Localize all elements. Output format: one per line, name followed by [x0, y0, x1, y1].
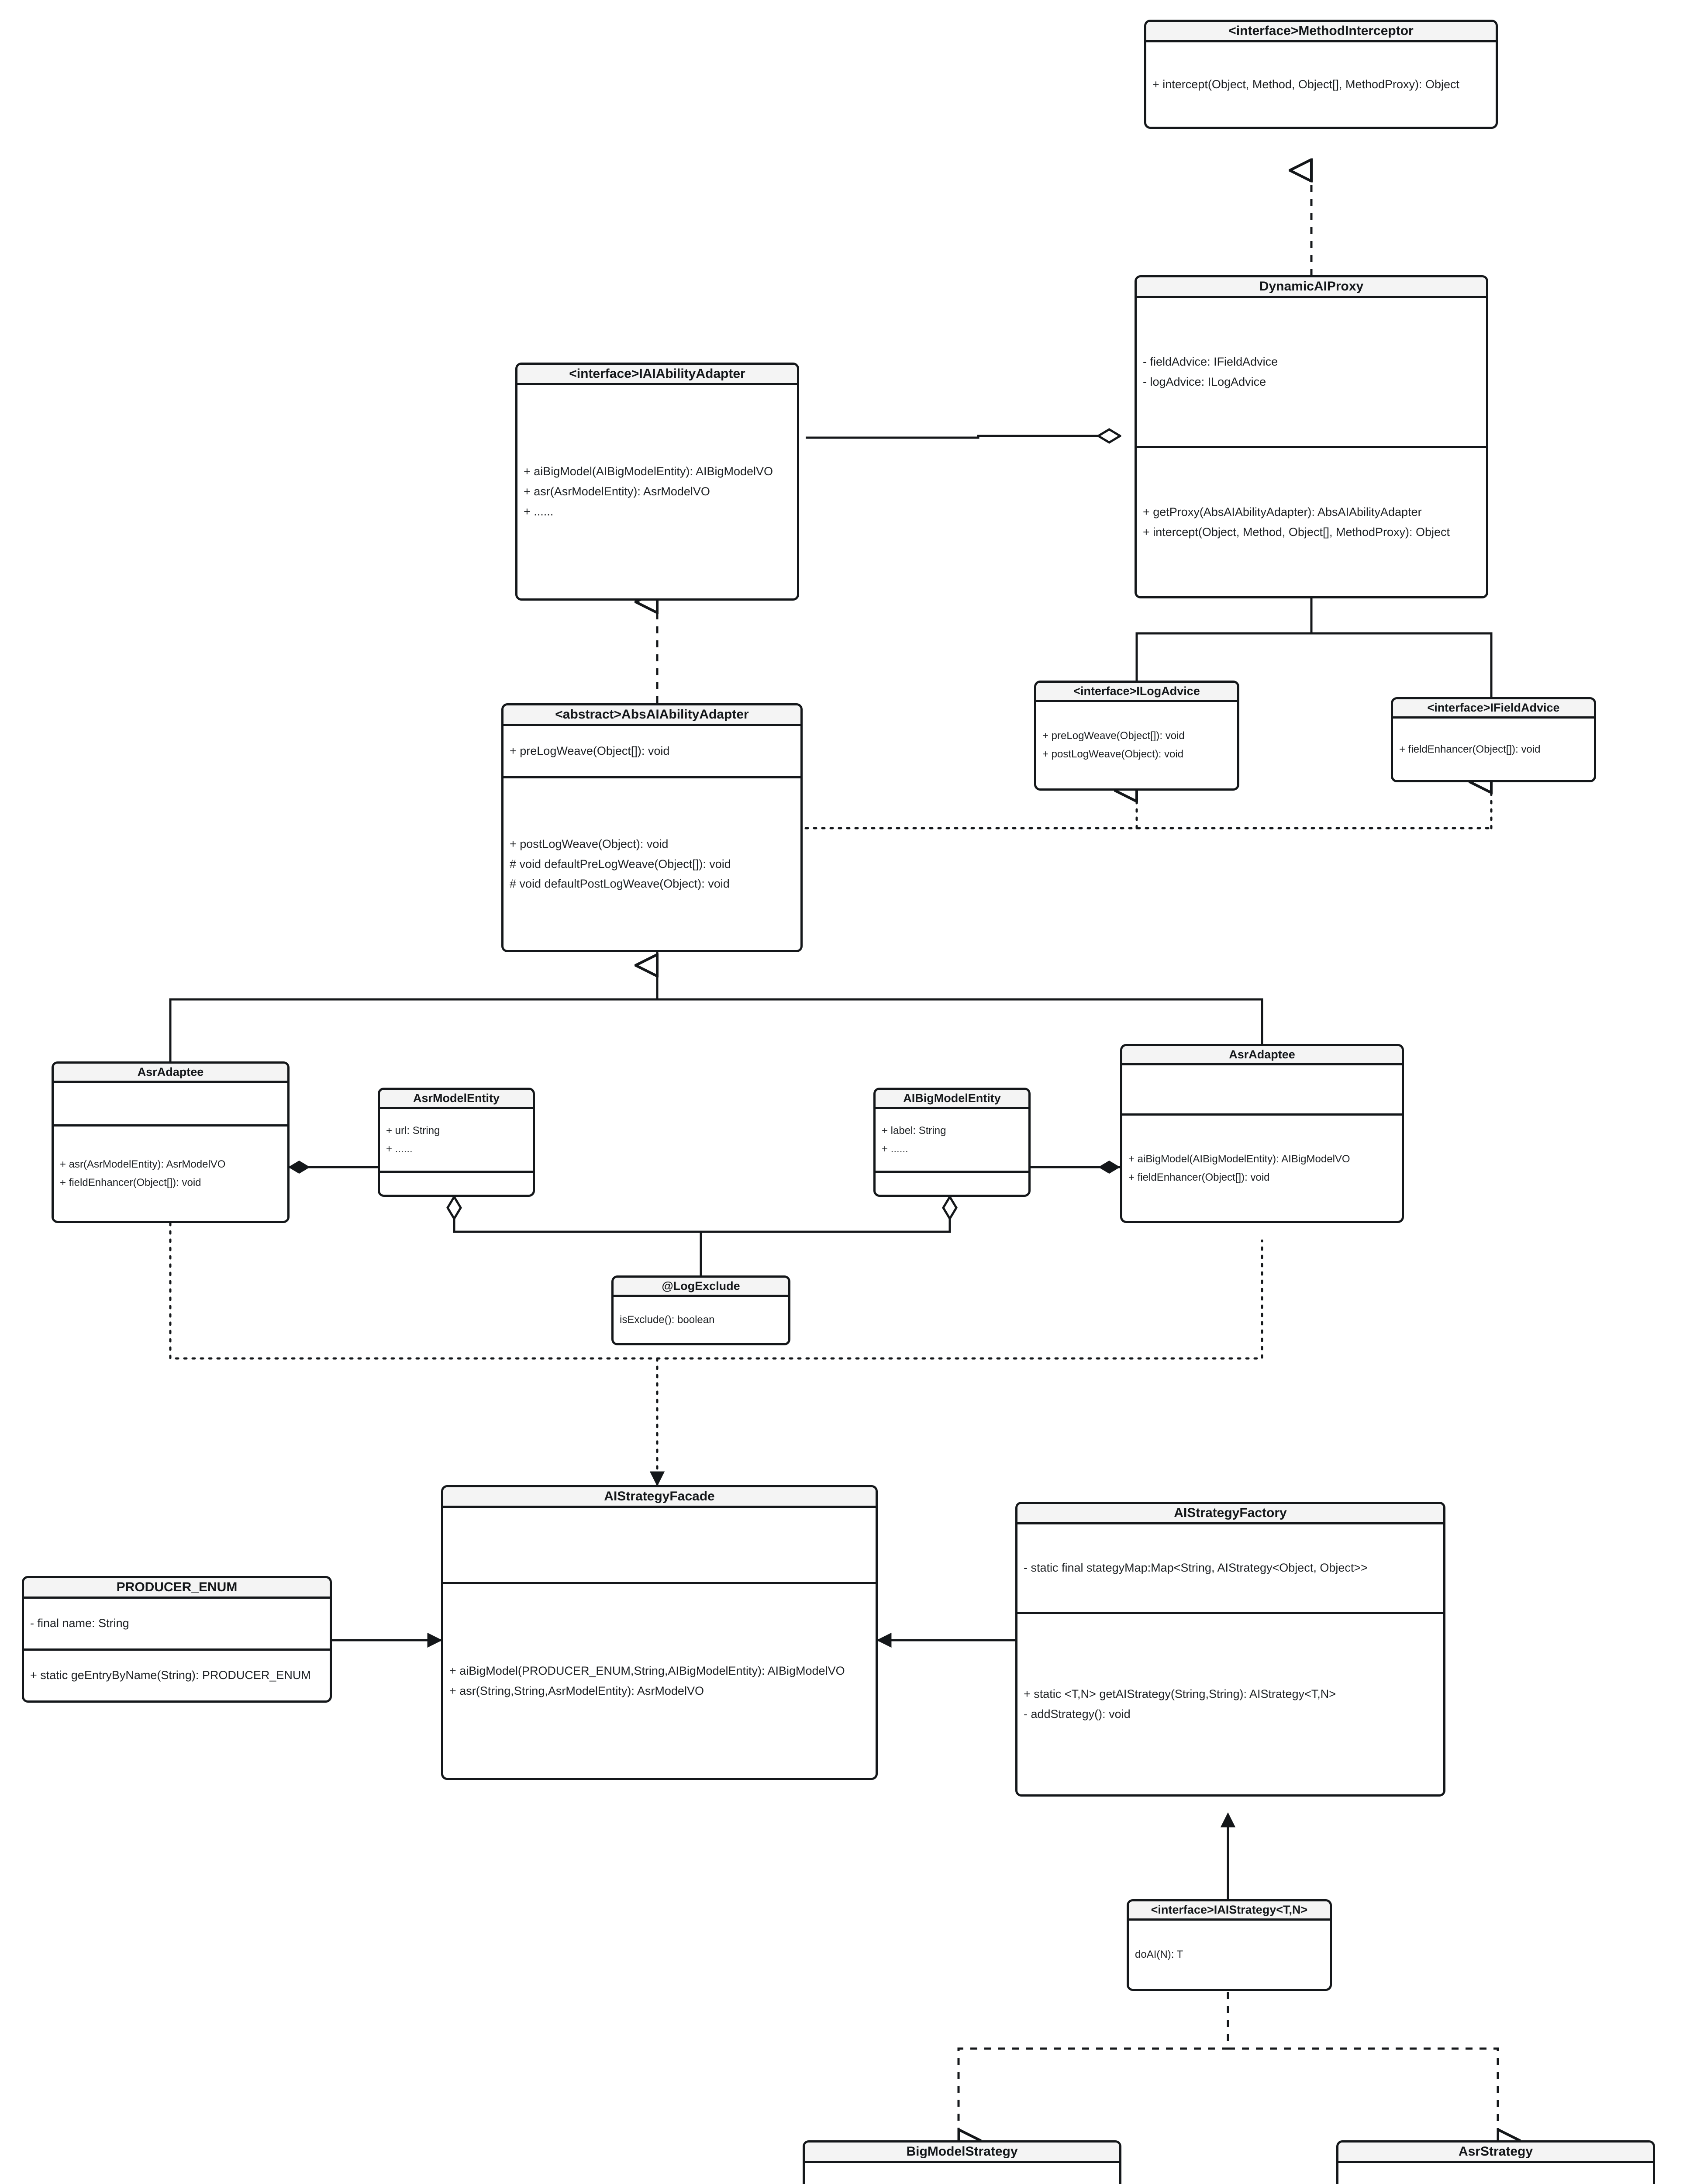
- class-attributes: doAI(N): T: [1129, 1921, 1330, 1989]
- member-row: - final name: String: [30, 1617, 129, 1630]
- member-row: + getProxy(AbsAIAbilityAdapter): AbsAIAb…: [1143, 505, 1422, 518]
- class-box-ai-big-model-entity[interactable]: AIBigModelEntity + label: String + .....…: [873, 1088, 1031, 1197]
- member-row: + fieldEnhancer(Object[]): void: [60, 1177, 201, 1189]
- class-box-ifield-advice[interactable]: <interface>IFieldAdvice + fieldEnhancer(…: [1391, 697, 1596, 782]
- member-row: - static final stategyMap:Map<String, AI…: [1024, 1561, 1368, 1575]
- member-row: + url: String: [386, 1124, 440, 1137]
- class-title: <interface>IAIStrategy<T,N>: [1129, 1901, 1330, 1921]
- class-title: AsrStrategy: [1338, 2143, 1653, 2163]
- class-methods: + getProxy(AbsAIAbilityAdapter): AbsAIAb…: [1137, 446, 1486, 596]
- member-row: + asr(AsrModelEntity): AsrModelVO: [524, 485, 710, 498]
- class-box-ilog-advice[interactable]: <interface>ILogAdvice + preLogWeave(Obje…: [1034, 681, 1239, 791]
- member-row: + fieldEnhancer(Object[]): void: [1399, 743, 1541, 755]
- class-box-asr-strategy[interactable]: AsrStrategy + doAI(AsrModelEntity): AsrM…: [1336, 2140, 1655, 2184]
- class-title: AIBigModelEntity: [876, 1090, 1028, 1109]
- member-row: + ......: [524, 505, 554, 518]
- class-title: AsrModelEntity: [380, 1090, 533, 1109]
- class-title: <interface>MethodInterceptor: [1146, 22, 1496, 42]
- class-box-method-interceptor[interactable]: <interface>MethodInterceptor + intercept…: [1144, 20, 1498, 129]
- class-box-producer-enum[interactable]: PRODUCER_ENUM - final name: String + sta…: [22, 1576, 332, 1703]
- class-box-ai-strategy-factory[interactable]: AIStrategyFactory - static final stategy…: [1015, 1502, 1445, 1797]
- class-attributes: + preLogWeave(Object[]): void: [504, 726, 800, 776]
- class-attributes: + label: String + ......: [876, 1109, 1028, 1171]
- member-row: + postLogWeave(Object): void: [510, 837, 669, 850]
- member-row: + intercept(Object, Method, Object[], Me…: [1152, 77, 1460, 91]
- member-row: + postLogWeave(Object): void: [1042, 748, 1184, 760]
- class-box-abs-ai-ability-adapter[interactable]: <abstract>AbsAIAbilityAdapter + preLogWe…: [501, 703, 803, 952]
- class-attributes: [1338, 2163, 1653, 2184]
- class-box-asr-adaptee-right[interactable]: AsrAdaptee + aiBigModel(AIBigModelEntity…: [1120, 1044, 1404, 1223]
- class-attributes: + url: String + ......: [380, 1109, 533, 1171]
- class-methods: + aiBigModel(AIBigModelEntity): AIBigMod…: [1122, 1113, 1402, 1221]
- class-methods: + intercept(Object, Method, Object[], Me…: [1146, 42, 1496, 127]
- class-methods: [380, 1171, 533, 1195]
- class-title: <abstract>AbsAIAbilityAdapter: [504, 705, 800, 726]
- member-row: + aiBigModel(PRODUCER_ENUM,String,AIBigM…: [449, 1664, 845, 1677]
- class-box-big-model-strategy[interactable]: BigModelStrategy + doAI(AIBigModelEntity…: [803, 2140, 1121, 2184]
- member-row: + label: String: [882, 1124, 946, 1137]
- class-title: AIStrategyFactory: [1017, 1504, 1443, 1524]
- class-methods: + asr(AsrModelEntity): AsrModelVO + fiel…: [54, 1124, 287, 1221]
- member-row: + intercept(Object, Method, Object[], Me…: [1143, 525, 1450, 539]
- class-methods: [876, 1171, 1028, 1195]
- class-methods: + aiBigModel(PRODUCER_ENUM,String,AIBigM…: [443, 1582, 876, 1778]
- member-row: + asr(AsrModelEntity): AsrModelVO: [60, 1158, 226, 1170]
- member-row: + asr(String,String,AsrModelEntity): Asr…: [449, 1684, 704, 1697]
- class-box-iai-strategy[interactable]: <interface>IAIStrategy<T,N> doAI(N): T: [1127, 1899, 1332, 1991]
- member-row: - logAdvice: ILogAdvice: [1143, 375, 1266, 388]
- member-row: + preLogWeave(Object[]): void: [1042, 730, 1185, 742]
- class-box-iai-ability-adapter[interactable]: <interface>IAIAbilityAdapter + aiBigMode…: [515, 363, 799, 601]
- member-row: - fieldAdvice: IFieldAdvice: [1143, 355, 1278, 368]
- class-title: <interface>IAIAbilityAdapter: [517, 365, 797, 385]
- class-attributes: [805, 2163, 1119, 2184]
- member-row: + static geEntryByName(String): PRODUCER…: [30, 1669, 311, 1682]
- member-row: + ......: [386, 1143, 413, 1155]
- class-attributes: [1122, 1065, 1402, 1113]
- class-title: <interface>IFieldAdvice: [1393, 699, 1594, 719]
- class-title: DynamicAIProxy: [1137, 277, 1486, 298]
- class-methods: + static <T,N> getAIStrategy(String,Stri…: [1017, 1612, 1443, 1794]
- class-attributes: isExclude(): boolean: [614, 1297, 788, 1343]
- class-attributes: - final name: String: [24, 1599, 330, 1648]
- member-row: + ......: [882, 1143, 908, 1155]
- member-row: + preLogWeave(Object[]): void: [510, 744, 670, 757]
- class-methods: + static geEntryByName(String): PRODUCER…: [24, 1648, 330, 1700]
- member-row: isExclude(): boolean: [620, 1314, 715, 1326]
- class-box-ai-strategy-facade[interactable]: AIStrategyFacade + aiBigModel(PRODUCER_E…: [441, 1485, 878, 1780]
- member-row: + aiBigModel(AIBigModelEntity): AIBigMod…: [1128, 1153, 1350, 1165]
- class-methods: + aiBigModel(AIBigModelEntity): AIBigMod…: [517, 385, 797, 598]
- class-title: AIStrategyFacade: [443, 1487, 876, 1508]
- member-row: # void defaultPostLogWeave(Object): void: [510, 877, 730, 891]
- class-title: @LogExclude: [614, 1278, 788, 1297]
- class-attributes: [443, 1508, 876, 1582]
- member-row: # void defaultPreLogWeave(Object[]): voi…: [510, 857, 731, 871]
- class-title: AsrAdaptee: [1122, 1046, 1402, 1065]
- class-attributes: - fieldAdvice: IFieldAdvice - logAdvice:…: [1137, 298, 1486, 446]
- class-attributes: [54, 1083, 287, 1124]
- class-title: <interface>ILogAdvice: [1036, 683, 1237, 702]
- class-methods: + postLogWeave(Object): void # void defa…: [504, 776, 800, 950]
- class-methods: + fieldEnhancer(Object[]): void: [1393, 719, 1594, 780]
- member-row: + static <T,N> getAIStrategy(String,Stri…: [1024, 1687, 1336, 1700]
- class-box-log-exclude[interactable]: @LogExclude isExclude(): boolean: [611, 1275, 790, 1345]
- class-box-asr-model-entity[interactable]: AsrModelEntity + url: String + ......: [378, 1088, 535, 1197]
- class-box-asr-adaptee-left[interactable]: AsrAdaptee + asr(AsrModelEntity): AsrMod…: [52, 1061, 290, 1223]
- class-title: BigModelStrategy: [805, 2143, 1119, 2163]
- class-methods: + preLogWeave(Object[]): void + postLogW…: [1036, 702, 1237, 788]
- member-row: + aiBigModel(AIBigModelEntity): AIBigMod…: [524, 465, 773, 478]
- member-row: - addStrategy(): void: [1024, 1707, 1131, 1721]
- member-row: + fieldEnhancer(Object[]): void: [1128, 1171, 1270, 1183]
- class-title: PRODUCER_ENUM: [24, 1578, 330, 1599]
- member-row: doAI(N): T: [1135, 1949, 1183, 1960]
- class-box-dynamic-ai-proxy[interactable]: DynamicAIProxy - fieldAdvice: IFieldAdvi…: [1135, 275, 1488, 598]
- class-attributes: - static final stategyMap:Map<String, AI…: [1017, 1524, 1443, 1612]
- class-title: AsrAdaptee: [54, 1064, 287, 1083]
